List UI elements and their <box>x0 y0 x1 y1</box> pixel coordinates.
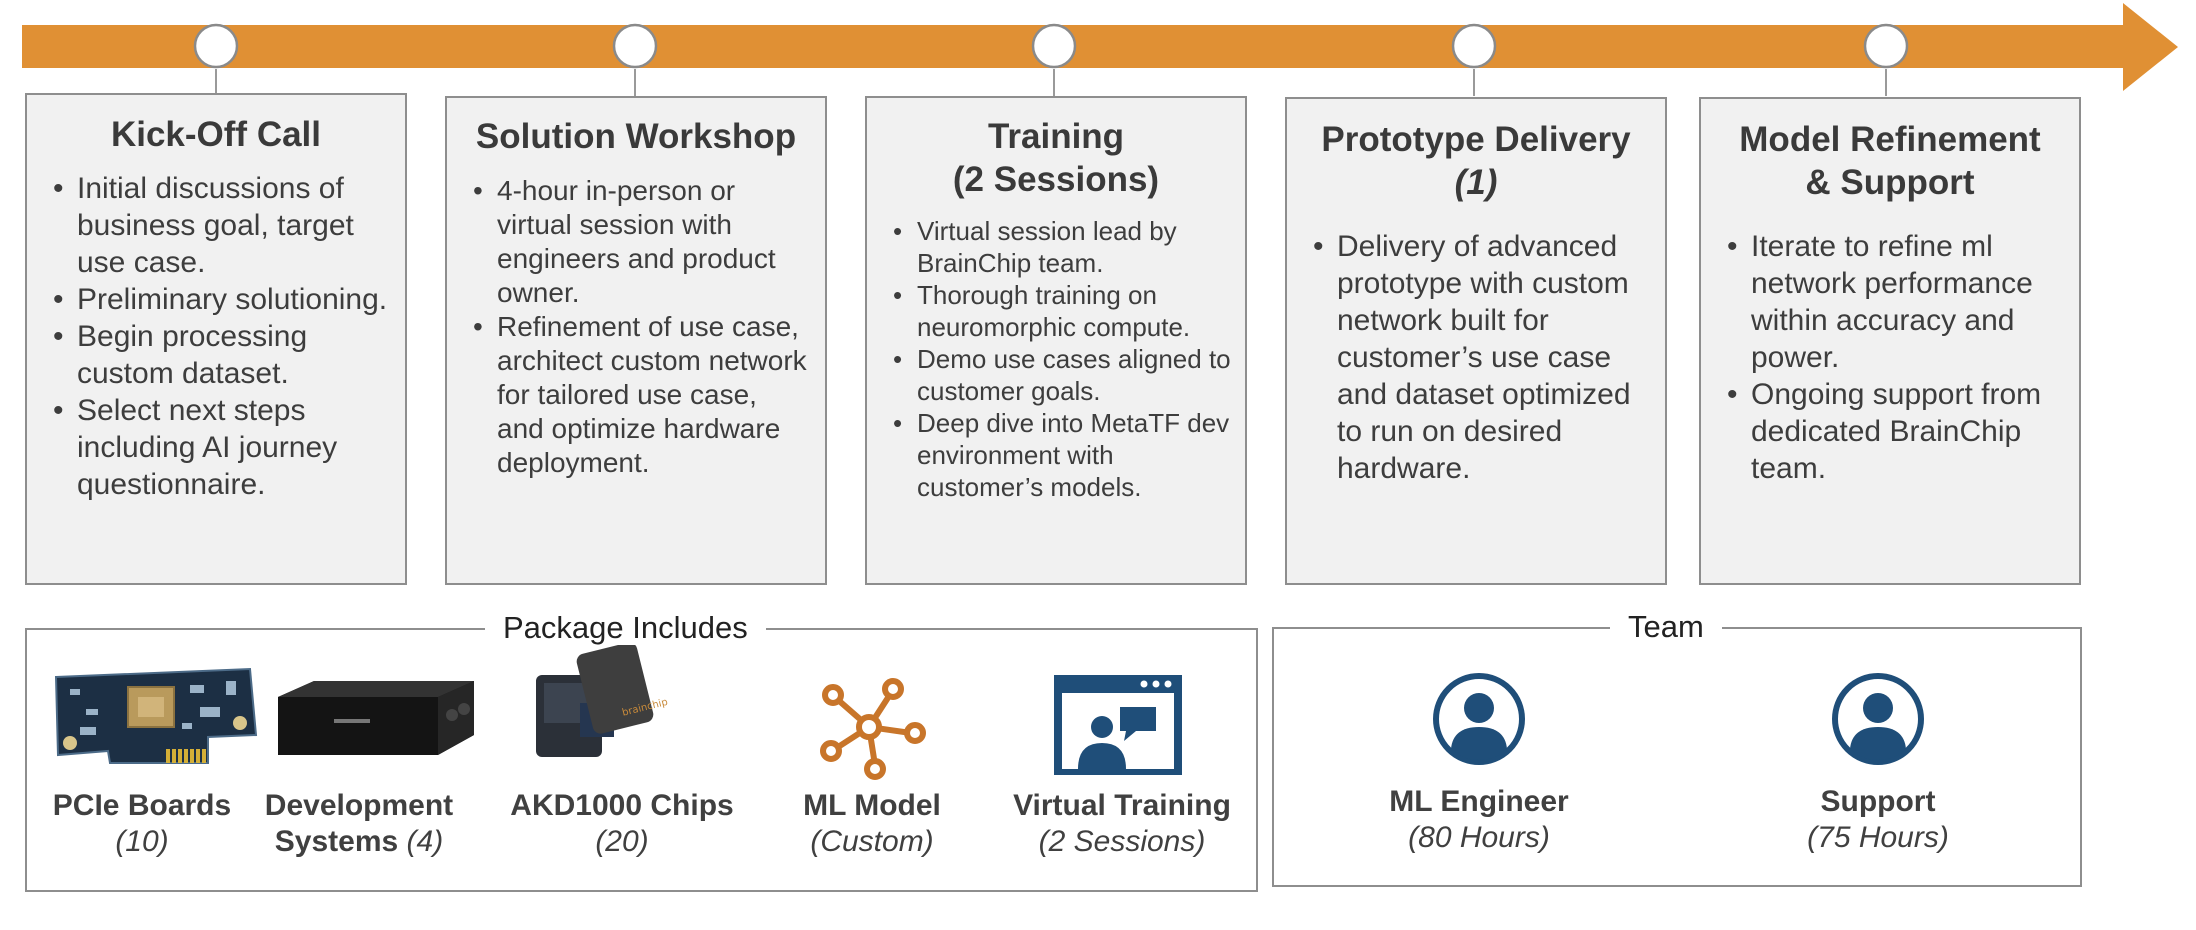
list-item: Ongoing support from dedicated BrainChip… <box>1715 376 2065 487</box>
list-item: Begin processing custom dataset. <box>41 318 391 392</box>
list-item: Refinement of use case, architect custom… <box>461 310 811 480</box>
stage-prototype-delivery: Prototype Delivery (1) Delivery of advan… <box>1285 97 1667 585</box>
stage-title: Prototype Delivery (1) <box>1321 120 1631 202</box>
item-quantity: (Custom) <box>810 825 934 858</box>
milestone-dot-4 <box>1451 23 1497 69</box>
package-item-chips: AKD1000 Chips (20) <box>497 788 747 860</box>
item-name: ML Model <box>803 789 941 822</box>
package-panel: Package Includes <box>25 608 1258 892</box>
list-item: Iterate to refine ml network performance… <box>1715 228 2065 376</box>
milestone-dot-1 <box>193 23 239 69</box>
person-icon <box>1832 673 1924 765</box>
list-item: Virtual session lead by BrainChip team. <box>881 215 1231 279</box>
stage-bullets: Delivery of advanced prototype with cust… <box>1301 228 1651 487</box>
member-name: Support <box>1820 785 1936 818</box>
stage-training: Training (2 Sessions) Virtual session le… <box>865 96 1247 585</box>
member-hours: (80 Hours) <box>1408 821 1550 854</box>
team-member-support: Support (75 Hours) <box>1758 784 1998 856</box>
stage-bullets: Virtual session lead by BrainChip team. … <box>881 215 1231 503</box>
member-hours: (75 Hours) <box>1807 821 1949 854</box>
milestone-dot-3 <box>1031 23 1077 69</box>
pcie-board-icon <box>54 667 258 764</box>
stage-bullets: Initial discussions of business goal, ta… <box>41 170 391 503</box>
list-item: Delivery of advanced prototype with cust… <box>1301 228 1651 487</box>
list-item: Deep dive into MetaTF dev environment wi… <box>881 407 1231 503</box>
stage-bullets: 4-hour in-person or virtual session with… <box>461 174 811 480</box>
list-item: Select next steps including AI journey q… <box>41 392 391 503</box>
stage-kickoff-call: Kick-Off Call Initial discussions of bus… <box>25 93 407 585</box>
video-conference-icon <box>1054 675 1182 775</box>
package-item-development: Development Systems (4) <box>239 788 479 860</box>
milestone-dot-5 <box>1863 23 1909 69</box>
person-icon <box>1433 673 1525 765</box>
team-panel: Team ML Engineer (80 Hours) Support (75 … <box>1272 607 2082 887</box>
list-item: Preliminary solutioning. <box>41 281 391 318</box>
item-quantity: (2 Sessions) <box>1038 825 1206 858</box>
item-quantity: (20) <box>595 825 649 858</box>
package-title: Package Includes <box>485 608 766 648</box>
member-name: ML Engineer <box>1389 785 1569 818</box>
team-title: Team <box>1610 607 1722 647</box>
stage-title: Solution Workshop <box>475 117 797 156</box>
stage-model-refinement: Model Refinement & Support Iterate to re… <box>1699 97 2081 585</box>
list-item: 4-hour in-person or virtual session with… <box>461 174 811 310</box>
item-quantity: (4) <box>406 825 444 858</box>
list-item: Thorough training on neuromorphic comput… <box>881 279 1231 343</box>
item-quantity: (10) <box>115 825 169 858</box>
package-item-virtual-training: Virtual Training (2 Sessions) <box>997 788 1247 860</box>
timeline-arrow <box>22 3 2178 96</box>
milestone-dot-2 <box>612 23 658 69</box>
stage-title: Model Refinement & Support <box>1739 120 2041 202</box>
network-icon <box>820 678 926 780</box>
chip-icon: brainchip <box>536 645 669 757</box>
stage-title: Kick-Off Call <box>110 115 322 154</box>
package-item-pcie: PCIe Boards (10) <box>27 788 257 860</box>
list-item: Demo use cases aligned to customer goals… <box>881 343 1231 407</box>
stage-bullets: Iterate to refine ml network performance… <box>1715 228 2065 487</box>
item-name-line2: Systems <box>274 825 399 858</box>
item-name: PCIe Boards <box>52 789 232 822</box>
development-system-icon <box>278 681 474 755</box>
package-item-ml-model: ML Model (Custom) <box>767 788 977 860</box>
item-name: AKD1000 Chips <box>510 789 734 822</box>
item-name: Virtual Training <box>1013 789 1231 822</box>
team-member-ml-engineer: ML Engineer (80 Hours) <box>1359 784 1599 856</box>
stage-title: Training (2 Sessions) <box>952 117 1160 199</box>
list-item: Initial discussions of business goal, ta… <box>41 170 391 281</box>
stage-solution-workshop: Solution Workshop 4-hour in-person or vi… <box>445 96 827 585</box>
item-name: Development <box>264 789 454 822</box>
